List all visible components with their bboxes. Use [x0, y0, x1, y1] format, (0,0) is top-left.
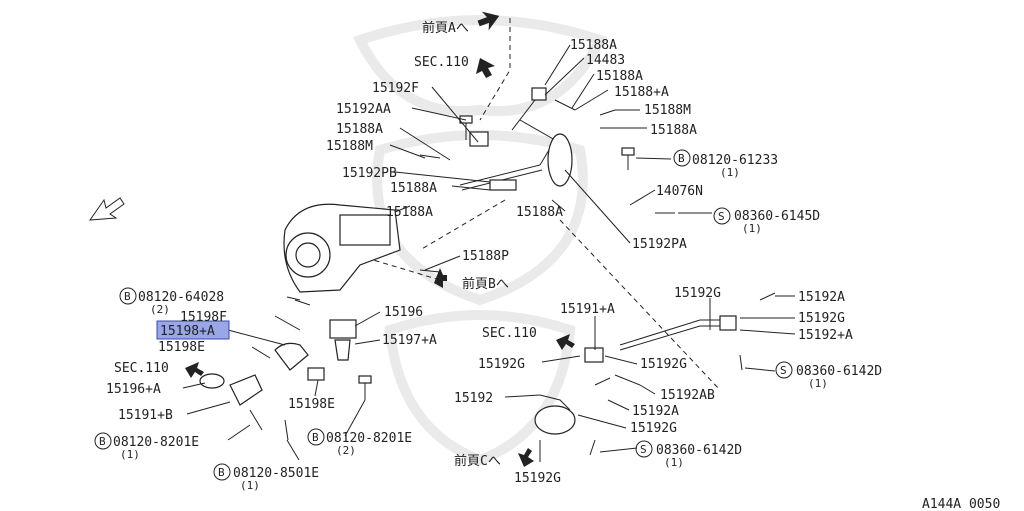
label-15198F: 15198F	[180, 310, 227, 325]
label-15191pB: 15191+B	[118, 408, 173, 423]
diagram-code: A144A 0050	[922, 497, 1000, 511]
svg-text:S: S	[780, 364, 787, 377]
label-15198E: 15198E	[288, 397, 335, 412]
label-15192A: 15192A	[798, 290, 845, 305]
label-sec110-mid: SEC.110	[482, 326, 537, 341]
label-15192A: 15192A	[632, 404, 679, 419]
svg-text:B: B	[312, 431, 319, 444]
arrow-icons	[185, 11, 575, 467]
label-15192PB: 15192PB	[342, 166, 397, 181]
label-15192G: 15192G	[674, 286, 721, 301]
label-15192G: 15192G	[478, 357, 525, 372]
label-15191pA: 15191+A	[560, 302, 615, 317]
svg-text:(1): (1)	[720, 166, 740, 179]
label-15192AA: 15192AA	[336, 102, 391, 117]
label-15192: 15192	[454, 391, 493, 406]
label-15188M: 15188M	[644, 103, 691, 118]
svg-text:(1): (1)	[664, 456, 684, 469]
arrow-sec110-mid-icon	[556, 334, 575, 350]
svg-text:B: B	[124, 290, 131, 303]
label-sec110-left: SEC.110	[114, 361, 169, 376]
label-08120-64028: 08120-64028	[138, 290, 224, 305]
oil-pipe-upper	[459, 87, 573, 191]
oil-pipe-lower	[534, 315, 737, 435]
svg-text:(1): (1)	[240, 479, 260, 492]
label-15192pA: 15192+A	[798, 328, 853, 343]
part-labels: 前頁Aへ SEC.110 15188A 14483 15188A 15188+A…	[106, 20, 1000, 511]
label-15188A: 15188A	[596, 69, 643, 84]
label-08120-8201E: 08120-8201E	[113, 435, 199, 450]
label-ref-c: 前頁Cへ	[454, 453, 501, 469]
svg-text:(2): (2)	[336, 444, 356, 457]
label-15188A: 15188A	[516, 205, 563, 220]
label-08360-6142D: 08360-6142D	[796, 364, 882, 379]
label-08120-8501E: 08120-8501E	[233, 466, 319, 481]
turbo-housing	[283, 203, 401, 293]
label-15188M: 15188M	[326, 139, 373, 154]
label-15196: 15196	[384, 305, 423, 320]
svg-text:(1): (1)	[808, 377, 828, 390]
label-15192G: 15192G	[630, 421, 677, 436]
label-15197pA: 15197+A	[382, 333, 437, 348]
label-ref-b: 前頁Bへ	[462, 276, 509, 292]
label-15188pA: 15188+A	[614, 85, 669, 100]
svg-text:(2): (2)	[150, 303, 170, 316]
arrow-sec110-top-icon	[476, 58, 495, 78]
front-arrow-icon	[88, 197, 125, 221]
label-sec110-top: SEC.110	[414, 55, 469, 70]
badge-circle	[673, 149, 691, 167]
badges: B S B B B B S S	[94, 149, 793, 481]
label-15192F: 15192F	[372, 81, 419, 96]
svg-text:S: S	[640, 443, 647, 456]
label-15188A: 15188A	[390, 181, 437, 196]
label-15188A: 15188A	[336, 122, 383, 137]
label-ref-a: 前頁Aへ	[422, 20, 469, 36]
label-08120-8201E: 08120-8201E	[326, 431, 412, 446]
label-15196pA: 15196+A	[106, 382, 161, 397]
left-fittings	[199, 319, 357, 406]
leader-lines	[182, 44, 796, 462]
label-15192AB: 15192AB	[660, 388, 715, 403]
label-15192PA: 15192PA	[632, 237, 687, 252]
label-15192G: 15192G	[640, 357, 687, 372]
label-08360-6142D: 08360-6142D	[656, 443, 742, 458]
label-08360-6145D: 08360-6145D	[734, 209, 820, 224]
label-14483: 14483	[586, 53, 625, 68]
bolts	[249, 99, 776, 456]
dashed-leaders	[339, 18, 721, 391]
selected-part-highlight	[156, 320, 230, 340]
label-15198E: 15198E	[158, 340, 205, 355]
label-08120-61233: 08120-61233	[692, 153, 778, 168]
label-15192G: 15192G	[514, 471, 561, 486]
label-14076N: 14076N	[656, 184, 703, 199]
arrow-ref-b-icon	[434, 268, 447, 288]
svg-text:B: B	[99, 435, 106, 448]
svg-text:(1): (1)	[120, 448, 140, 461]
label-15198pA: 15198+A	[160, 324, 215, 339]
svg-text:S: S	[718, 210, 725, 223]
label-15192G: 15192G	[798, 311, 845, 326]
svg-text:B: B	[218, 466, 225, 479]
arrow-ref-c-icon	[518, 448, 534, 467]
arrow-ref-a-icon	[477, 11, 500, 31]
svg-text:(1): (1)	[742, 222, 762, 235]
label-15188A: 15188A	[570, 38, 617, 53]
svg-text:B: B	[678, 152, 685, 165]
label-15188A: 15188A	[386, 205, 433, 220]
label-15188A: 15188A	[650, 123, 697, 138]
arrow-sec110-left-icon	[185, 362, 204, 378]
label-15188P: 15188P	[462, 249, 509, 264]
